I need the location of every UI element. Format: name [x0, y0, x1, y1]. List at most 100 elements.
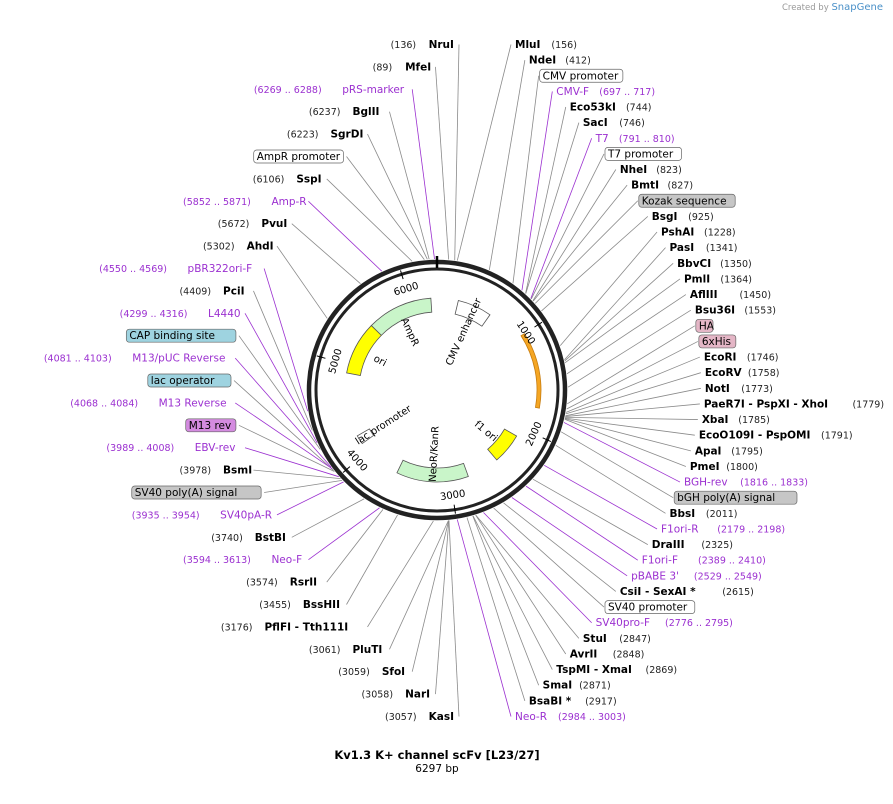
enzyme-sgrdi[interactable]: SgrDI(6223) — [287, 129, 363, 141]
primer-prs-marker[interactable]: pRS-marker(6269 .. 6288) — [254, 84, 405, 96]
enzyme-draiii[interactable]: DraIII(2325) — [652, 539, 733, 551]
label-position: (3989 .. 4008) — [106, 443, 174, 454]
enzyme-noti[interactable]: NotI(1773) — [705, 383, 773, 395]
feature-6xhis[interactable]: 6xHis — [698, 334, 737, 349]
enzyme-bsgi[interactable]: BsgI(925) — [652, 211, 714, 223]
enzyme-nari[interactable]: NarI(3058) — [361, 689, 430, 701]
enzyme-pvui[interactable]: PvuI(5672) — [218, 218, 288, 230]
primer-m13-puc-reverse[interactable]: M13/pUC Reverse(4081 .. 4103) — [44, 353, 226, 365]
label-position: (2776 .. 2795) — [665, 618, 733, 629]
label-name: EcoO109I - PspOMI — [699, 430, 811, 442]
label-name: pRS-marker — [342, 84, 405, 96]
primer-bgh-rev[interactable]: BGH-rev(1816 .. 1833) — [684, 477, 808, 489]
enzyme-xbai[interactable]: XbaI(1785) — [702, 414, 770, 426]
enzyme-bstbi[interactable]: BstBI(3740) — [211, 532, 286, 544]
enzyme-sfoi[interactable]: SfoI(3059) — [338, 666, 405, 678]
feature-lac-operator[interactable]: lac operator — [147, 373, 232, 388]
label-position: (1791) — [821, 431, 853, 442]
primer-l4440[interactable]: L4440(4299 .. 4316) — [120, 308, 241, 320]
enzyme-rsrii[interactable]: RsrII(3574) — [246, 577, 317, 589]
enzyme-avrii[interactable]: AvrII(2848) — [570, 648, 645, 660]
enzyme-ecorv[interactable]: EcoRV(1758) — [705, 367, 780, 379]
label-position: (827) — [668, 181, 694, 192]
enzyme-paer7i-pspxi-xhoi[interactable]: PaeR7I - PspXI - XhoI(1779) — [704, 398, 884, 410]
leader-line — [456, 44, 512, 261]
feature-box — [673, 490, 798, 505]
enzyme-nrui[interactable]: NruI(136) — [391, 39, 454, 51]
enzyme-ecoo109i-pspomi[interactable]: EcoO109I - PspOMI (1791) — [699, 430, 853, 442]
feature-ampr-promoter[interactable]: AmpR promoter — [253, 149, 344, 164]
leader-line — [565, 387, 701, 417]
primer-ebv-rev[interactable]: EBV-rev(3989 .. 4008) — [106, 442, 235, 454]
primer-amp-r[interactable]: Amp-R(5852 .. 5871) — [183, 196, 307, 208]
leader-line — [532, 169, 617, 301]
enzyme-mlui[interactable]: MluI(156) — [515, 39, 577, 51]
enzyme-tspmi-xmai[interactable]: TspMI - XmaI(2869) — [556, 664, 677, 676]
label-name: KasI — [429, 711, 454, 723]
enzyme-pcii[interactable]: PciI(4409) — [179, 285, 244, 297]
feature-kozak-sequence[interactable]: Kozak sequence — [638, 193, 736, 208]
label-name: PmlI — [684, 273, 710, 285]
feature-m13-rev[interactable]: M13 rev — [185, 418, 237, 433]
enzyme-csii-sexai[interactable]: CsiI - SexAI *(2615) — [620, 586, 754, 598]
enzyme-pluti[interactable]: PluTI(3061) — [309, 644, 382, 656]
feature-sv40-poly-a-signal[interactable]: SV40 poly(A) signal — [131, 485, 262, 500]
enzyme-nhei[interactable]: NheI(823) — [620, 164, 682, 176]
enzyme-sspi[interactable]: SspI(6106) — [253, 173, 322, 185]
enzyme-ndei[interactable]: NdeI(412) — [529, 55, 591, 67]
primer-m13-reverse[interactable]: M13 Reverse(4068 .. 4084) — [70, 397, 226, 409]
enzyme-bbsi[interactable]: BbsI(2011) — [670, 508, 738, 520]
leader-line — [244, 313, 318, 443]
enzyme-bsmi[interactable]: BsmI(3978) — [179, 465, 252, 477]
leader-line — [564, 262, 674, 362]
label-name: CMV promoter — [543, 70, 619, 82]
enzyme-pflfi-tth111i[interactable]: PflFI - Tth111I(3176) — [221, 621, 348, 633]
feature-cap-binding-site[interactable]: CAP binding site — [125, 328, 237, 343]
enzyme-ahdi[interactable]: AhdI(5302) — [203, 241, 274, 253]
enzyme-stui[interactable]: StuI(2847) — [583, 633, 651, 645]
label-position: (4068 .. 4084) — [70, 398, 138, 409]
primer-sv40pa-r[interactable]: SV40pA-R(3935 .. 3954) — [132, 509, 272, 521]
label-position: (2917) — [585, 696, 617, 707]
primer-pbr322ori-f[interactable]: pBR322ori-F(4550 .. 4569) — [99, 263, 252, 275]
enzyme-bsu36i[interactable]: Bsu36I(1553) — [695, 305, 776, 317]
primer-sv40pro-f[interactable]: SV40pro-F(2776 .. 2795) — [596, 617, 733, 629]
feature-cmv-enhancer — [454, 300, 491, 327]
leader-line — [264, 479, 343, 493]
enzyme-smai[interactable]: SmaI(2871) — [543, 680, 611, 692]
enzyme-pmei[interactable]: PmeI(1800) — [690, 461, 758, 473]
enzyme-apai[interactable]: ApaI(1795) — [695, 445, 763, 457]
feature-ha[interactable]: HA — [695, 318, 715, 333]
leader-line — [389, 111, 430, 260]
primer-cmv-f[interactable]: CMV-F(697 .. 717) — [556, 86, 655, 98]
enzyme-bmti[interactable]: BmtI(827) — [631, 180, 693, 192]
enzyme-mfei[interactable]: MfeI(89) — [373, 61, 431, 73]
primer-f1ori-f[interactable]: F1ori-F(2389 .. 2410) — [642, 555, 766, 567]
enzyme-pmli[interactable]: PmlI(1364) — [684, 273, 752, 285]
label-position: (2847) — [619, 634, 651, 645]
enzyme-eco53ki[interactable]: Eco53kI(744) — [570, 102, 652, 114]
enzyme-bsshii[interactable]: BssHII(3455) — [259, 599, 340, 611]
feature-sv40-promoter[interactable]: SV40 promoter — [604, 600, 696, 614]
enzyme-ecori[interactable]: EcoRI(1746) — [704, 352, 779, 364]
primer-pbabe-3[interactable]: pBABE 3'(2529 .. 2549) — [631, 570, 762, 582]
enzyme-afliii[interactable]: AflIII(1450) — [690, 289, 771, 301]
primer-f1ori-r[interactable]: F1ori-R(2179 .. 2198) — [661, 523, 785, 535]
feature-box — [604, 600, 696, 614]
primer-neo-f[interactable]: Neo-F(3594 .. 3613) — [183, 554, 302, 566]
enzyme-bbvci[interactable]: BbvCI(1350) — [677, 258, 752, 270]
enzyme-bsabi[interactable]: BsaBI *(2917) — [529, 695, 617, 707]
enzyme-saci[interactable]: SacI(746) — [583, 117, 645, 129]
feature-cmv-promoter[interactable]: CMV promoter — [539, 68, 624, 83]
enzyme-pshai[interactable]: PshAI(1228) — [661, 227, 736, 239]
primer-neo-r[interactable]: Neo-R(2984 .. 3003) — [515, 711, 626, 723]
enzyme-kasi[interactable]: KasI(3057) — [385, 711, 454, 723]
feature-t7-promoter[interactable]: T7 promoter — [604, 147, 682, 161]
enzyme-bglii[interactable]: BglII(6237) — [309, 106, 380, 118]
enzyme-pasi[interactable]: PasI(1341) — [670, 242, 738, 254]
feature-bgh-poly-a-signal[interactable]: bGH poly(A) signal — [673, 490, 798, 505]
label-position: (2179 .. 2198) — [717, 524, 785, 535]
snapgene-brand: Created by SnapGene — [782, 2, 883, 13]
primer-t7[interactable]: T7(791 .. 810) — [595, 133, 675, 145]
label-name: PaeR7I - PspXI - XhoI — [704, 398, 828, 410]
